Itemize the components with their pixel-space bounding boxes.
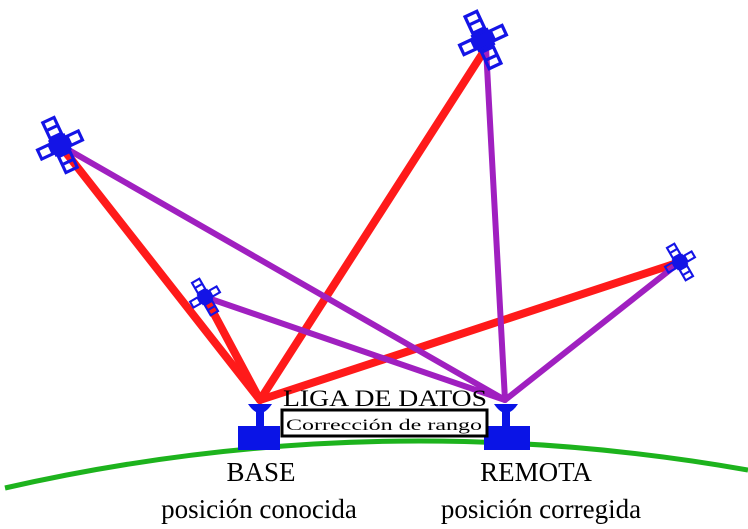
remote-label: REMOTA [480,457,592,487]
remote-signal-line-sat2 [202,294,508,403]
satellite-3 [448,2,518,78]
remote-signal-line-sat1 [57,142,508,403]
satellite-icon [656,237,704,287]
remote-signal-line-sat4 [502,259,683,403]
base-signal-line-sat4 [256,258,684,404]
base-caption: posición conocida [161,494,357,524]
remote-signal-lines [57,45,683,403]
earth-horizon [4,438,748,491]
remote-signal-line-sat3 [483,45,508,403]
satellite-icon [448,2,518,78]
remote-caption: posición corregida [441,494,641,524]
base-signal-line-sat3 [256,44,490,404]
data-link: LIGA DE DATOS Corrección de rango [280,386,489,438]
base-receiver-icon [238,404,280,450]
data-link-bar [280,408,489,438]
base-signal-line-sat1 [56,141,264,404]
data-link-title: LIGA DE DATOS [283,386,487,411]
satellite-4 [656,237,704,287]
data-link-subtitle: Corrección de rango [286,417,482,434]
base-signal-lines [56,44,684,404]
remote-receiver-icon [484,404,530,450]
base-label: BASE [226,457,295,487]
